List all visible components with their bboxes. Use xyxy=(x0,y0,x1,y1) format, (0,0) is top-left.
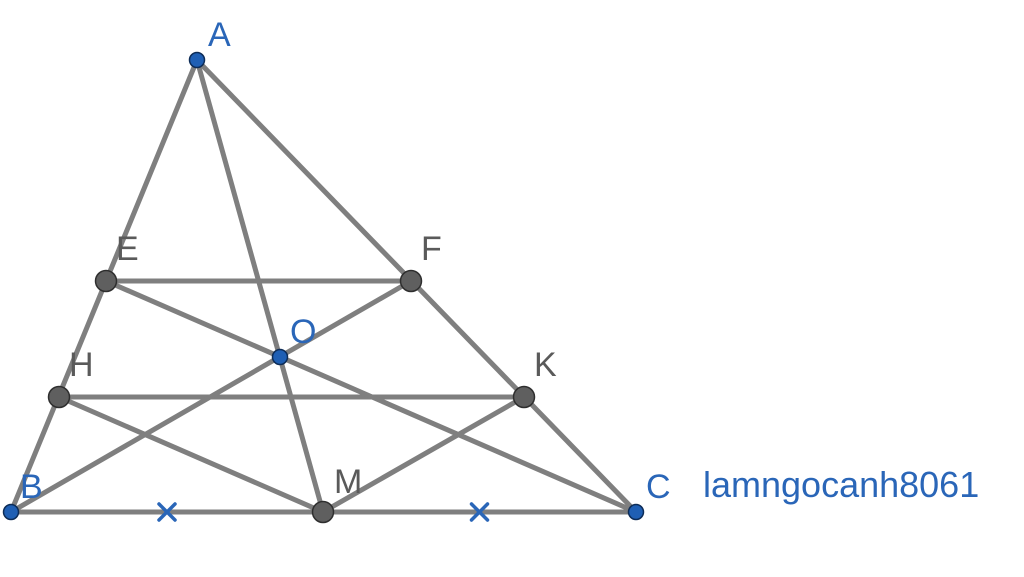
point-E xyxy=(94,269,118,293)
segments-layer xyxy=(8,57,639,515)
point-K xyxy=(512,385,536,409)
points-layer xyxy=(2,51,645,524)
point-C xyxy=(627,503,645,521)
point-F xyxy=(399,269,423,293)
point-A xyxy=(188,51,206,69)
equal-mark-MC xyxy=(469,502,490,522)
equal-mark-BM xyxy=(157,502,177,522)
point-B xyxy=(2,503,20,521)
point-O xyxy=(271,348,289,366)
label-B: B xyxy=(20,468,43,506)
point-H xyxy=(47,385,71,409)
label-F: F xyxy=(421,230,442,268)
label-C: C xyxy=(646,468,671,506)
labels-layer: A B C O E F H K M xyxy=(20,16,671,506)
segment-HM xyxy=(56,394,326,515)
equal-marks-layer xyxy=(157,502,490,522)
label-K: K xyxy=(534,346,557,384)
label-O: O xyxy=(290,313,316,351)
label-M: M xyxy=(334,463,362,501)
label-E: E xyxy=(116,230,139,268)
segment-MK xyxy=(320,394,527,515)
watermark-text: lamngocanh8061 xyxy=(703,464,980,505)
label-H: H xyxy=(69,346,94,384)
segment-EC xyxy=(103,278,639,515)
point-M xyxy=(311,500,335,524)
label-A: A xyxy=(208,16,231,54)
segment-BF xyxy=(8,278,414,515)
segment-AM xyxy=(194,57,326,515)
